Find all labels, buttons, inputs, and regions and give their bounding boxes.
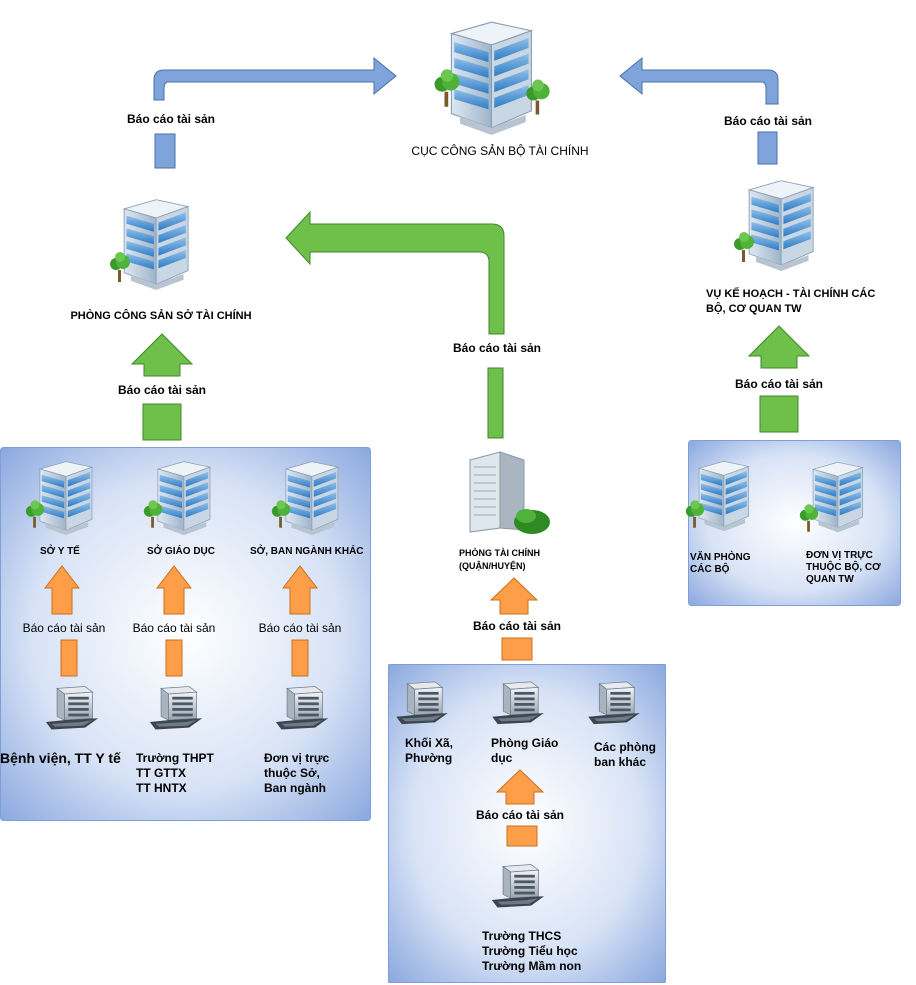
report-label: Báo cáo tài sản <box>259 621 342 635</box>
report-label: Báo cáo tài sản <box>23 621 106 635</box>
label-don-vi-bo-1: ĐƠN VỊ TRỰC <box>806 550 873 561</box>
orange-arrow-phong-giao-duc-tail <box>506 825 538 847</box>
label-phong-tai-chinh-1: PHÒNG TÀI CHÍNH <box>459 547 540 558</box>
report-label: Báo cáo tài sản <box>127 112 215 126</box>
label-truong-thpt-3: TT HNTX <box>136 781 187 795</box>
label-don-vi-so-2: thuộc Sở, <box>264 766 320 780</box>
label-phong-tai-chinh-2: (QUẬN/HUYỆN) <box>459 560 526 571</box>
left-group-panel <box>0 447 371 821</box>
office-building-icon <box>434 21 550 136</box>
skyscraper-icon <box>469 451 550 534</box>
report-label: Báo cáo tài sản <box>724 114 812 128</box>
label-van-phong-1: VĂN PHÒNG <box>690 550 751 563</box>
report-label: Báo cáo tài sản <box>476 808 564 822</box>
report-label: Báo cáo tài sản <box>735 377 823 391</box>
green-arrow-center-tail <box>487 367 504 439</box>
green-arrow-left-tail <box>142 403 182 441</box>
label-truong-thpt-2: TT GTTX <box>136 766 186 780</box>
label-don-vi-bo-3: QUAN TW <box>806 574 854 585</box>
orange-arrow-so-y-te <box>43 565 81 615</box>
green-arrow-right-up <box>747 325 811 369</box>
green-arrow-center-to-phong-cong-san <box>285 210 505 335</box>
orange-arrow-so-ban-nganh-tail <box>291 639 309 677</box>
orange-arrow-phong-tai-chinh-tail <box>501 637 533 661</box>
label-don-vi-bo-2: THUỘC BỘ, CƠ <box>806 560 881 573</box>
label-khoi-xa-2: Phường <box>405 751 452 765</box>
blue-arrow-right-to-cuc <box>619 56 779 105</box>
label-benh-vien: Bệnh viện, TT Y tế <box>0 750 121 766</box>
label-don-vi-so-3: Ban ngành <box>264 781 326 795</box>
label-vu-ke-hoach-1: VỤ KẾ HOẠCH - TÀI CHÍNH CÁC <box>706 287 875 300</box>
label-truong-thcs-3: Trường Mầm non <box>482 959 581 973</box>
label-cac-phong-ban-2: ban khác <box>594 755 646 769</box>
label-phong-cong-san: PHÒNG CÔNG SẢN SỞ TÀI CHÍNH <box>70 309 251 322</box>
orange-arrow-so-giao-duc <box>155 565 193 615</box>
green-arrow-right-tail <box>759 395 799 433</box>
label-truong-thpt-1: Trường THPT <box>136 751 215 765</box>
label-truong-thcs-1: Trường THCS <box>482 929 561 943</box>
label-truong-thcs-2: Trường Tiểu học <box>482 944 578 958</box>
orange-arrow-so-y-te-tail <box>60 639 78 677</box>
label-so-giao-duc: SỞ GIÁO DỤC <box>147 544 215 557</box>
label-don-vi-so-1: Đơn vị trực <box>264 751 330 765</box>
office-building-icon <box>110 199 189 291</box>
label-phong-giao-duc-2: dục <box>491 751 513 765</box>
label-phong-giao-duc-1: Phòng Giáo <box>491 736 558 750</box>
orange-arrow-so-ban-nganh <box>281 565 319 615</box>
label-vu-ke-hoach-2: BỘ, CƠ QUAN TW <box>706 302 802 315</box>
office-building-icon <box>734 180 814 272</box>
blue-arrow-left-to-cuc <box>153 56 397 101</box>
blue-arrow-left-tail <box>154 133 176 169</box>
report-label: Báo cáo tài sản <box>453 341 541 355</box>
label-khoi-xa-1: Khối Xã, <box>405 736 453 750</box>
label-cac-phong-ban-1: Các phòng <box>594 740 656 754</box>
label-van-phong-2: CÁC BỘ <box>690 562 730 575</box>
label-so-ban-nganh: SỞ, BAN NGÀNH KHÁC <box>250 544 364 557</box>
orange-arrow-phong-tai-chinh <box>489 577 539 615</box>
orange-arrow-so-giao-duc-tail <box>165 639 183 677</box>
report-label: Báo cáo tài sản <box>133 621 216 635</box>
label-so-y-te: SỞ Y TẾ <box>40 544 80 557</box>
label-cuc-cong-san: CỤC CÔNG SẢN BỘ TÀI CHÍNH <box>411 143 588 158</box>
blue-arrow-right-tail <box>757 131 778 165</box>
report-label: Báo cáo tài sản <box>473 619 561 633</box>
orange-arrow-phong-giao-duc <box>495 769 545 805</box>
center-group-panel <box>388 664 666 983</box>
report-label: Báo cáo tài sản <box>118 383 206 397</box>
green-arrow-left-up <box>130 333 194 377</box>
